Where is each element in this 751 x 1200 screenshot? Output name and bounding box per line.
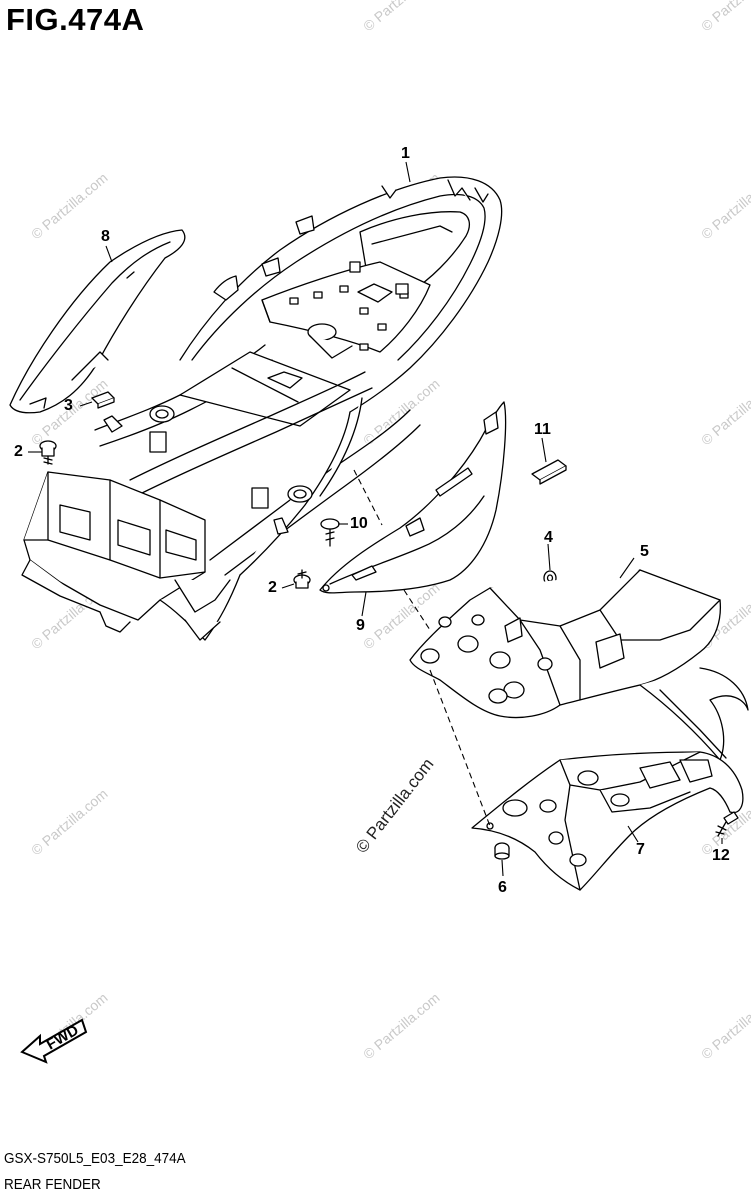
leader-lines <box>28 162 722 876</box>
part-10-screw <box>321 519 339 546</box>
callout-7: 7 <box>636 841 645 858</box>
callout-12: 12 <box>712 847 730 864</box>
part-9-side-panel <box>320 402 506 593</box>
figure-title: FIG.474A <box>6 2 145 37</box>
part-6-nut <box>495 843 509 859</box>
part-11-pad <box>532 460 566 484</box>
part-8-side-cover <box>10 230 185 413</box>
part-2-bolt-upper <box>40 441 56 464</box>
part-1-battery-tray <box>22 472 240 640</box>
callout-8: 8 <box>101 228 110 245</box>
part-3-clip <box>92 392 114 408</box>
model-code: GSX-S750L5_E03_E28_474A <box>4 1150 186 1167</box>
callout-1: 1 <box>401 145 410 162</box>
callout-2-upper: 2 <box>14 443 23 460</box>
callout-6: 6 <box>498 879 507 896</box>
fwd-arrow-icon: FWD <box>22 1020 86 1062</box>
callout-4: 4 <box>544 529 553 546</box>
callout-3: 3 <box>64 397 73 414</box>
callout-11: 11 <box>534 421 551 438</box>
callout-5: 5 <box>640 543 649 560</box>
callout-10: 10 <box>350 515 368 532</box>
part-2-bolt-lower <box>294 570 310 588</box>
part-7-lower-bracket <box>472 752 743 890</box>
section-name: REAR FENDER <box>4 1176 101 1193</box>
callout-9: 9 <box>356 617 365 634</box>
part-12-screw <box>716 812 738 836</box>
callout-2-lower: 2 <box>268 579 277 596</box>
part-1-rear-frame <box>95 177 502 575</box>
part-5-rear-fender <box>410 570 748 760</box>
